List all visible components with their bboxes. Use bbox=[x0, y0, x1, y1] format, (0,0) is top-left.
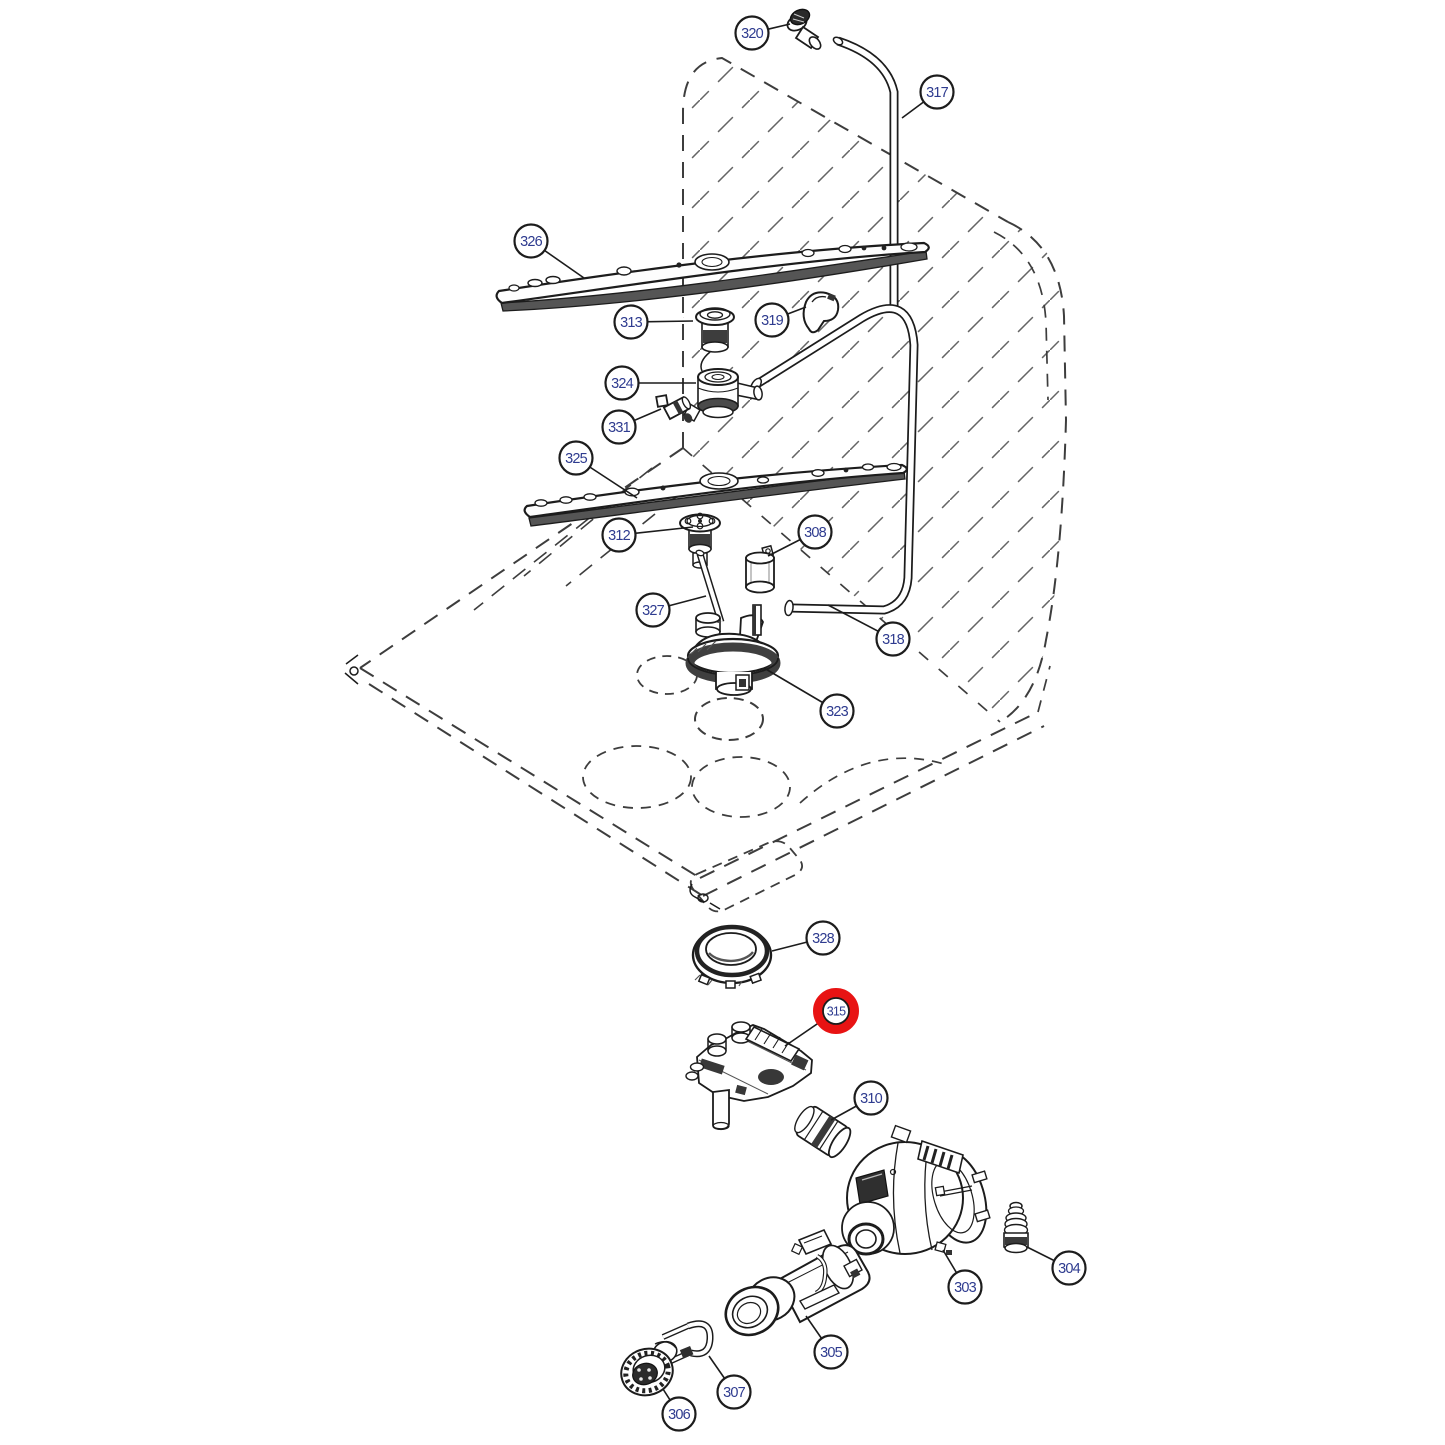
callout-313[interactable]: 313 bbox=[613, 304, 694, 340]
callout-315[interactable]: 315 bbox=[784, 988, 859, 1047]
part-328 bbox=[691, 924, 773, 989]
tub-back-wall bbox=[682, 56, 1068, 723]
callout-326[interactable]: 326 bbox=[513, 223, 585, 279]
part-319 bbox=[802, 291, 840, 334]
part-327 bbox=[695, 549, 725, 624]
floor-front-corner-detail bbox=[689, 883, 721, 910]
part-326 bbox=[495, 241, 930, 312]
callout-label: 323 bbox=[826, 704, 849, 720]
floor-left-corner-detail bbox=[344, 654, 359, 685]
callout-label: 319 bbox=[761, 313, 784, 329]
part-315 bbox=[685, 1021, 813, 1131]
callout-323[interactable]: 323 bbox=[763, 667, 855, 729]
callout-324[interactable]: 324 bbox=[604, 365, 697, 401]
highlight-ring bbox=[813, 988, 859, 1034]
callout-layer: 320 317 326 313 319 324 331 325 312 308 327 318 323 3… bbox=[513, 15, 1087, 1432]
part-323 bbox=[685, 604, 781, 696]
callout-label: 320 bbox=[741, 26, 764, 42]
callout-label: 327 bbox=[642, 603, 665, 619]
callout-325[interactable]: 325 bbox=[558, 440, 638, 499]
floor-opening-sump bbox=[694, 697, 764, 741]
callout-label: 331 bbox=[608, 420, 631, 436]
callout-label: 308 bbox=[804, 525, 827, 541]
callout-318[interactable]: 318 bbox=[827, 604, 911, 657]
part-304 bbox=[1003, 1201, 1029, 1254]
part-306 bbox=[620, 1340, 678, 1397]
part-303 bbox=[841, 1124, 991, 1256]
callout-label: 315 bbox=[827, 1005, 846, 1019]
callout-label: 317 bbox=[926, 85, 949, 101]
callout-320[interactable]: 320 bbox=[734, 15, 791, 51]
part-308 bbox=[745, 544, 775, 594]
callout-label: 305 bbox=[820, 1345, 843, 1361]
tub-floor bbox=[344, 447, 1051, 913]
callout-label: 326 bbox=[520, 234, 543, 250]
callout-331[interactable]: 331 bbox=[601, 408, 662, 445]
callout-307[interactable]: 307 bbox=[708, 1355, 752, 1410]
floor-opening-large bbox=[582, 745, 692, 809]
part-331 bbox=[655, 394, 692, 421]
part-307 bbox=[661, 1320, 714, 1364]
callout-label: 307 bbox=[723, 1385, 746, 1401]
callout-317[interactable]: 317 bbox=[901, 74, 955, 119]
callout-304[interactable]: 304 bbox=[1026, 1246, 1087, 1286]
part-305 bbox=[724, 1228, 871, 1337]
callout-305[interactable]: 305 bbox=[805, 1315, 849, 1370]
callout-327[interactable]: 327 bbox=[635, 592, 707, 628]
callout-308[interactable]: 308 bbox=[767, 514, 833, 557]
part-313 bbox=[695, 307, 735, 372]
callout-label: 325 bbox=[565, 451, 588, 467]
callout-label: 304 bbox=[1058, 1261, 1081, 1277]
floor-opening-large-2 bbox=[691, 756, 791, 818]
supply-tube-upper bbox=[832, 36, 899, 312]
part-310 bbox=[794, 1105, 852, 1159]
callout-label: 303 bbox=[954, 1280, 977, 1296]
callout-label: 312 bbox=[608, 528, 631, 544]
callout-label: 324 bbox=[611, 376, 634, 392]
callout-label: 313 bbox=[620, 315, 643, 331]
callout-303[interactable]: 303 bbox=[942, 1249, 983, 1305]
callout-label: 306 bbox=[668, 1407, 691, 1423]
callout-328[interactable]: 328 bbox=[771, 920, 841, 956]
part-325 bbox=[523, 462, 908, 527]
callout-310[interactable]: 310 bbox=[830, 1080, 889, 1121]
callout-label: 310 bbox=[860, 1091, 883, 1107]
callout-label: 318 bbox=[882, 632, 905, 648]
part-320 bbox=[786, 8, 822, 50]
callout-label: 328 bbox=[812, 931, 835, 947]
callout-319[interactable]: 319 bbox=[754, 302, 807, 338]
callout-312[interactable]: 312 bbox=[601, 517, 694, 553]
callout-306[interactable]: 306 bbox=[661, 1388, 697, 1432]
